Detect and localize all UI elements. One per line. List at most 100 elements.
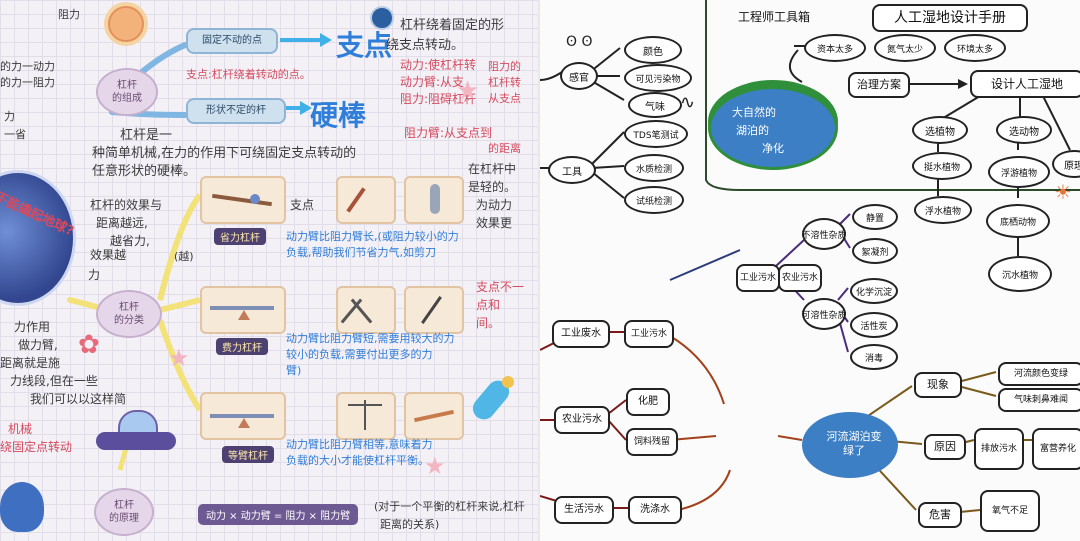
principle-bubble: 杠杆 的原理 <box>94 488 154 536</box>
senses-item-smell: 气味 <box>628 92 682 118</box>
classification-bubble: 杠杆 的分类 <box>96 290 162 338</box>
force-arm-text-4: 力线段,但在一些 <box>10 374 98 388</box>
problem-tag-1: 资本太多 <box>804 34 866 62</box>
wetland-mindmap-panel: ʘ ʘ 感官 颜色 可见污染物 气味 ∿ 工具 TDS笔测试 水质检测 试纸检测… <box>540 0 1080 541</box>
plant-extra: 沉水植物 <box>988 256 1052 292</box>
source-result-1: 工业污水 <box>624 320 674 348</box>
composition-bubble: 杠杆 的组成 <box>96 68 158 116</box>
senses-center: 感官 <box>560 62 598 90</box>
force-arm-text-2: 做力臂, <box>18 338 58 352</box>
lever-card-balance <box>200 392 286 440</box>
lake-text-1: 大自然的 <box>732 106 776 119</box>
right-note-1: 在杠杆中 <box>468 162 517 176</box>
method-box: 治理方案 <box>848 72 910 98</box>
machine-text-2: 绕固定点转动 <box>0 440 73 454</box>
fulcrum-vs-2: 点和 <box>476 298 501 312</box>
lever-card-pliers <box>200 176 286 224</box>
equal-arm-note-2: 负载的大小才能使杠杆平衡。 <box>286 454 429 467</box>
rotation-note-1: 杠杆绕着固定的形 <box>400 18 505 33</box>
lever-card-plank <box>404 392 464 440</box>
lever-effect-note-2: 负载,帮助我们节省力气,如剪刀 <box>286 246 436 259</box>
dolphin-icon <box>0 482 44 532</box>
star-icon: ★ <box>168 344 190 372</box>
definition-1: 杠杆是一 <box>120 128 173 143</box>
effect-phenomenon: 现象 <box>914 372 962 398</box>
senses-item-visible: 可见污染物 <box>624 64 692 92</box>
phenomenon-item-1: 河流颜色变绿 <box>998 362 1080 386</box>
lever-card-opener <box>404 176 464 224</box>
wetland-connectors <box>540 0 1080 513</box>
force-note-1: 动力:使杠杆转 <box>400 58 477 72</box>
treatment-item-b1: 化学沉淀 <box>850 278 898 304</box>
tools-item-paper: 试纸检测 <box>624 186 684 214</box>
plant-2: 浮水植物 <box>914 196 972 224</box>
principle-note-2: 距离的关系) <box>380 518 440 531</box>
composition-bubble-label: 杠杆 的组成 <box>112 80 142 104</box>
tools-item-quality: 水质检测 <box>624 154 684 182</box>
source-result-2: 化肥 <box>626 388 670 416</box>
treatment-item-a1: 静置 <box>852 204 898 230</box>
animal-1: 浮游植物 <box>988 156 1050 188</box>
design-box: 设计人工湿地 <box>970 70 1080 98</box>
problem-tag-2: 氮气太少 <box>874 34 936 62</box>
fulcrum-vs-1: 支点不一 <box>476 280 525 294</box>
shape-stick-pill: 形状不定的杆 <box>186 98 286 124</box>
treatment-item-a2: 絮凝剂 <box>852 238 898 264</box>
problem-tag-3: 环境太多 <box>944 34 1006 62</box>
source-agricultural: 农业污水 <box>554 406 610 434</box>
source-result-3: 饲料残留 <box>626 428 678 456</box>
labor-saving-tag: 省力杠杆 <box>214 228 266 245</box>
right-note-4: 效果更 <box>476 216 513 230</box>
engineer-title: 工程师工具箱 <box>738 10 811 24</box>
force-arm-text-1: 力作用 <box>14 320 51 334</box>
treatment-unit-b: 农业污水 <box>778 264 822 292</box>
treatment-unit-a: 工业污水 <box>736 264 780 292</box>
sun-icon: ☀ <box>1054 180 1072 204</box>
labor-costing-tag: 费力杠杆 <box>216 338 268 355</box>
effect-text-2: 距离越远, <box>96 216 148 230</box>
effect-aside: (越) <box>174 250 194 263</box>
ufo-icon <box>96 410 176 462</box>
treatment-item-b3: 消毒 <box>850 344 898 370</box>
effect-text-5: 力 <box>88 268 101 282</box>
fixed-result: 支点 <box>336 29 393 62</box>
lake-text-3: 净化 <box>762 142 784 155</box>
labor-costing-note-3: 臂) <box>286 364 302 377</box>
harm-item-1: 氧气不足 <box>980 490 1040 532</box>
design-branch-animals: 选动物 <box>996 116 1052 144</box>
force-note-3: 阻力:阻碍杠杆 <box>400 92 477 106</box>
fixed-point-pill: 固定不动的点 <box>186 28 278 54</box>
plant-1: 挺水植物 <box>912 152 972 180</box>
water-body-label: 河流湖泊变绿了 <box>826 430 882 457</box>
definition-3: 任意形状的硬棒。 <box>92 164 197 179</box>
tools-center: 工具 <box>548 156 596 184</box>
tools-item-tds: TDS笔测试 <box>624 120 688 148</box>
side-line-3: 力 <box>4 110 15 123</box>
lever-card-tweezers <box>336 286 396 334</box>
source-domestic: 生活污水 <box>554 496 614 524</box>
animal-2: 底栖动物 <box>986 204 1050 238</box>
equal-arm-tag: 等臂杠杆 <box>222 446 274 463</box>
fulcrum-vs-3: 间。 <box>476 316 501 330</box>
source-industrial: 工业废水 <box>552 320 610 348</box>
lever-card-scale <box>336 392 396 440</box>
phenomenon-item-2: 气味刺鼻难闻 <box>998 388 1080 412</box>
effect-text-3: 越省力, <box>110 234 150 248</box>
treatment-branch-a: 不溶性杂质 <box>802 218 847 250</box>
star-icon: ★ <box>456 76 480 106</box>
nose-icon: ∿ <box>680 92 696 113</box>
source-result-4: 洗涤水 <box>628 496 682 524</box>
handbook-title: 人工湿地设计手册 <box>872 4 1028 32</box>
cause-item-2: 富营养化 <box>1032 428 1080 470</box>
flower-icon: ✿ <box>78 330 100 360</box>
force-note-right-3: 从支点 <box>488 92 521 105</box>
force-note-2: 动力臂:从支 <box>400 75 465 89</box>
design-branch-other: 原理 <box>1052 150 1080 178</box>
lever-effect-note-1: 动力臂比阻力臂长,(或阻力较小的力 <box>286 230 459 243</box>
cause-item-1: 排放污水 <box>974 428 1024 470</box>
right-note-2: 是轻的。 <box>468 180 517 194</box>
treatment-branch-b: 可溶性杂质 <box>802 298 847 330</box>
rotation-note-2: 绕支点转动。 <box>386 38 465 53</box>
sun-icon <box>108 6 144 42</box>
